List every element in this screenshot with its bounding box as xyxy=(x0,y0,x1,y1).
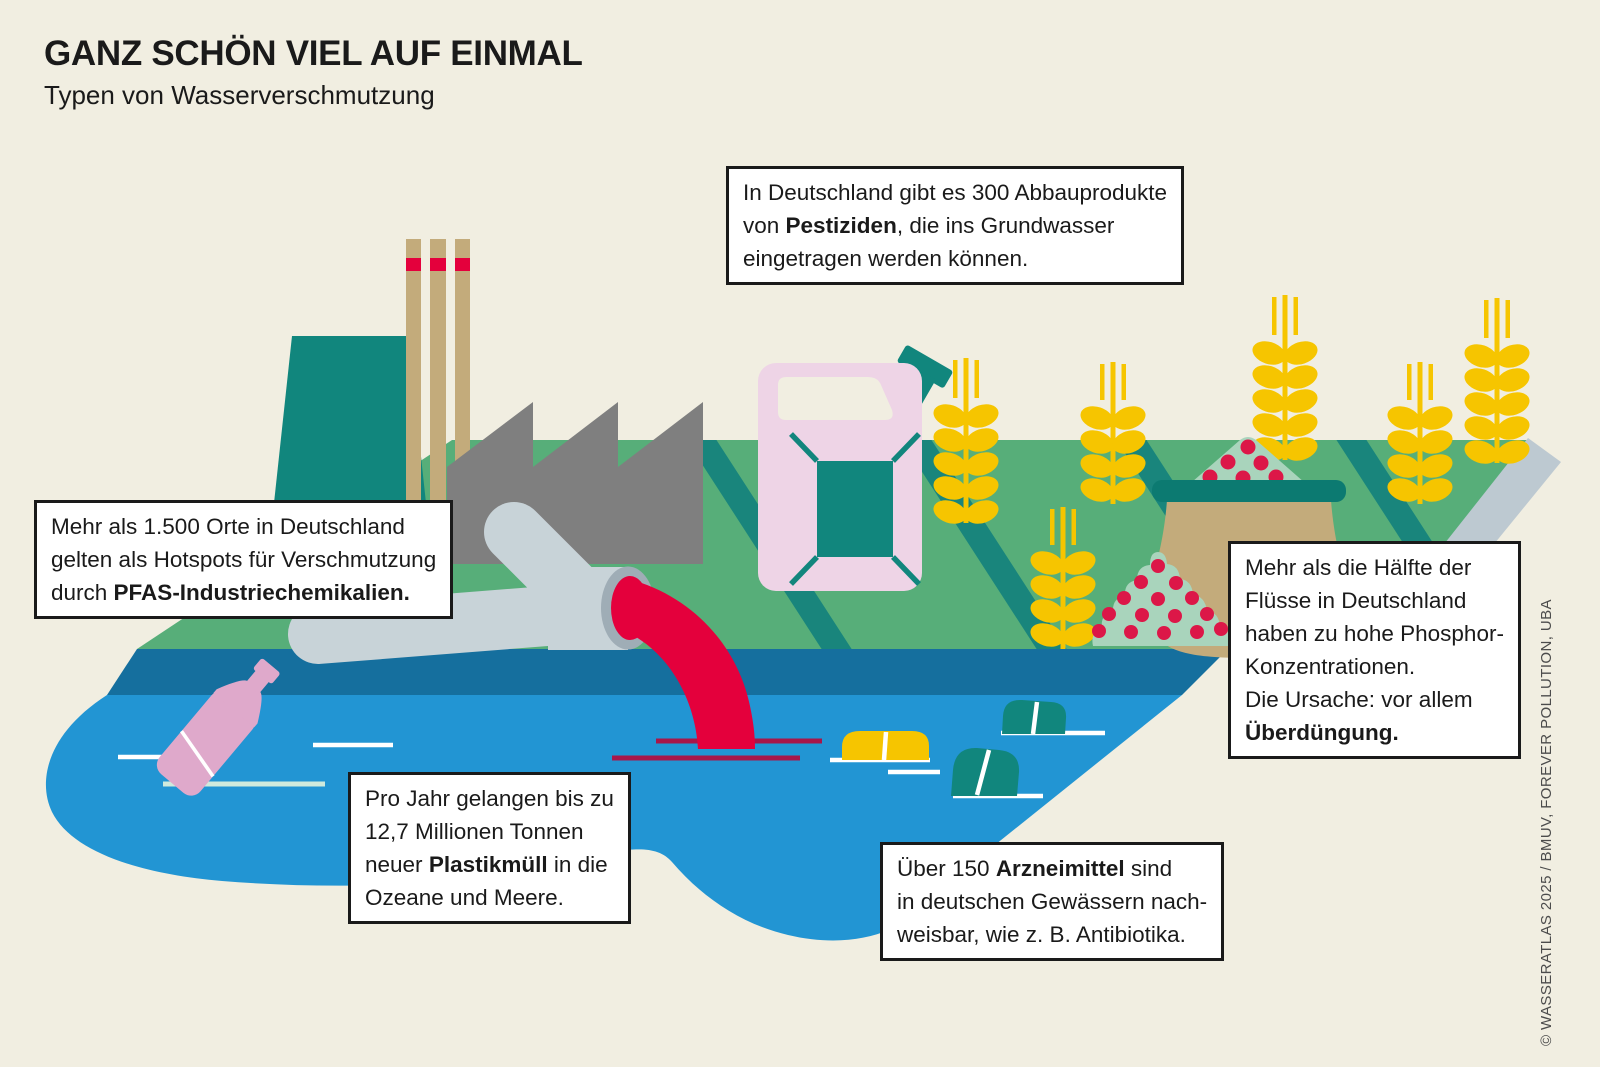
pill-capsule-icon xyxy=(842,731,929,761)
fact-pesticides-text: In Deutschland gibt es 300 Abbauprodukte… xyxy=(743,180,1168,271)
shore-edge xyxy=(107,649,1228,695)
wheat-stalk-icon xyxy=(1077,362,1149,506)
pesticide-canister-icon xyxy=(758,345,953,591)
plastic-bottle-icon xyxy=(156,658,280,796)
pill-capsule-icon xyxy=(951,747,1020,796)
source-credit: © WASSERATLAS 2025 / BMUV, FOREVER POLLU… xyxy=(1538,599,1555,1046)
fact-pesticides: In Deutschland gibt es 300 Abbauprodukte… xyxy=(726,166,1185,285)
toxic-discharge-icon xyxy=(618,580,755,749)
wheat-stalk-icon xyxy=(1461,298,1533,468)
fertilizer-pile-icon xyxy=(1092,552,1229,646)
wheat-stalk-icon xyxy=(1249,295,1321,465)
header: GANZ SCHÖN VIEL AUF EINMAL Typen von Was… xyxy=(44,34,583,111)
field-edge xyxy=(1445,438,1561,565)
page-title: GANZ SCHÖN VIEL AUF EINMAL xyxy=(44,34,583,73)
pill-capsule-icon xyxy=(1002,699,1067,735)
wheat-stalk-icon xyxy=(1384,362,1456,506)
page-subtitle: Typen von Wasserverschmutzung xyxy=(44,80,435,111)
